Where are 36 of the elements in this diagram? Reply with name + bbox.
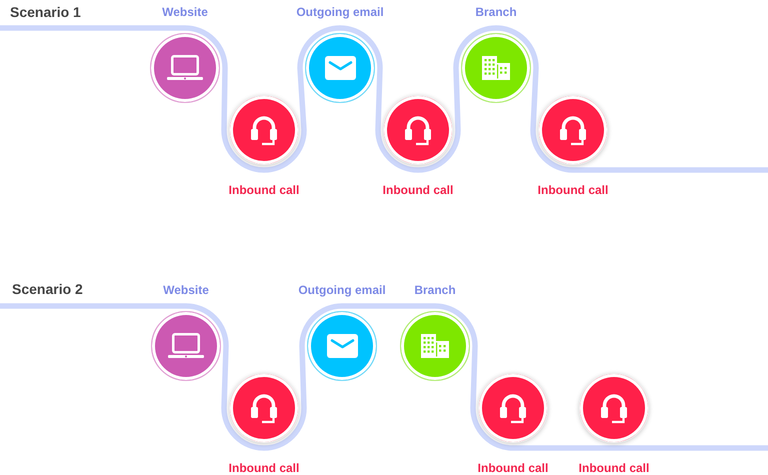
path-line [573, 167, 768, 173]
path-line [340, 25, 418, 173]
touchpoint-label: Website [162, 5, 208, 19]
scenario-heading: Scenario 2 [12, 281, 83, 298]
touchpoint-label: Inbound call [538, 183, 608, 197]
touchpoint-label: Branch [475, 5, 517, 19]
path-line [434, 303, 514, 451]
path-line [0, 25, 185, 31]
touchpoint-label: Inbound call [382, 183, 454, 197]
touchpoint-label: Outgoing email [296, 5, 384, 19]
touchpoint-label: Inbound call [228, 183, 300, 197]
touchpoint-label: Branch [414, 283, 456, 297]
touchpoint-circle [229, 95, 299, 165]
path-line [614, 445, 768, 451]
touchpoint-label: Inbound call [578, 461, 650, 475]
path-line [513, 445, 614, 451]
touchpoint-circle [383, 95, 453, 165]
touchpoint-circle [461, 33, 531, 103]
path-line [184, 25, 264, 173]
path-line [418, 25, 496, 173]
path-line [264, 303, 342, 451]
touchpoint-circle [229, 373, 299, 443]
touchpoint-label: Inbound call [478, 461, 548, 475]
path-line [186, 303, 264, 451]
path-line [0, 303, 186, 309]
scenario-heading: Scenario 1 [10, 4, 81, 20]
touchpoint-circle [478, 373, 548, 443]
touchpoint-circle [538, 95, 608, 165]
touchpoint-circle [579, 373, 649, 443]
touchpoint-circle [305, 33, 375, 103]
path-line [264, 25, 340, 173]
touchpoint-label: Website [163, 283, 209, 297]
path-line [496, 25, 574, 173]
path-line [342, 303, 435, 309]
touchpoint-label: Inbound call [228, 461, 300, 475]
touchpoint-label: Outgoing email [298, 283, 386, 297]
